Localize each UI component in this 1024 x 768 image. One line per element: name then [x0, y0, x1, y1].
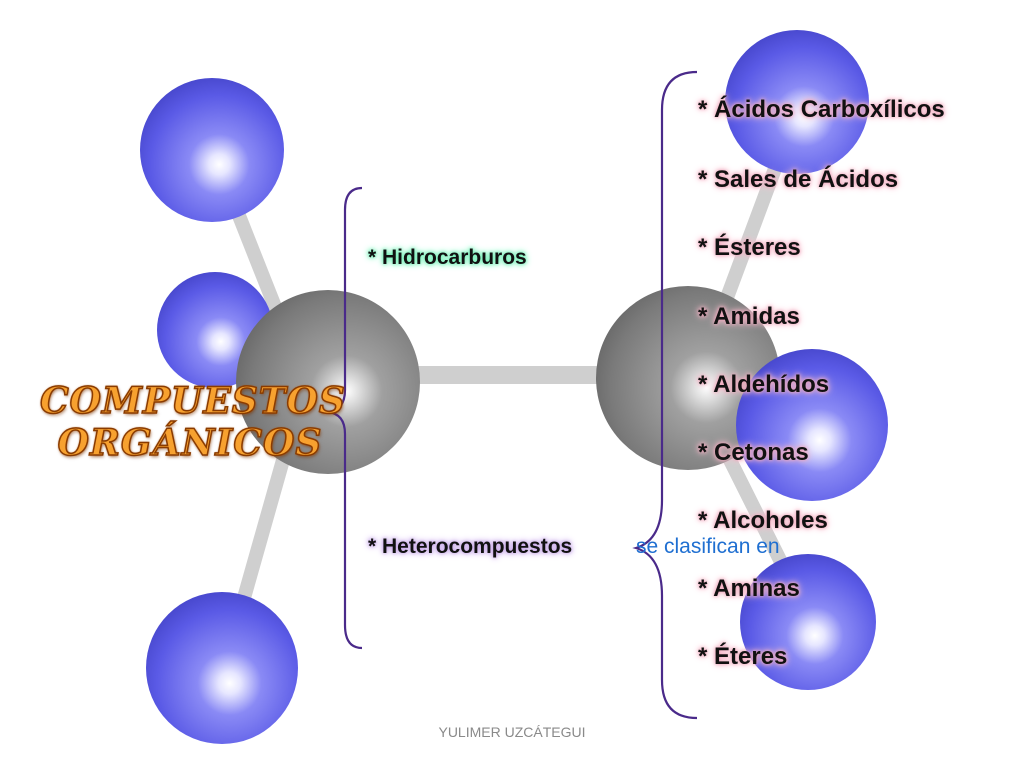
category-hidrocarburos: * Hidrocarburos [368, 246, 527, 269]
atom-blue-left-bottom [146, 592, 298, 744]
atom-blue-left-top [140, 78, 284, 222]
author-footer: YULIMER UZCÁTEGUI [438, 724, 586, 740]
main-title: COMPUESTOS ORGÁNICOS [39, 379, 346, 465]
connector-text: se clasifican en [636, 535, 780, 558]
atom-blue-right-middle [736, 349, 888, 501]
subtype-acidos-carboxilicos: * Ácidos Carboxílicos [698, 96, 945, 123]
atom-blue-right-top [725, 30, 869, 174]
atom-gray-right-carbon [596, 286, 780, 470]
subtype-esteres: * Ésteres [698, 234, 801, 261]
subtype-aldehidos: * Aldehídos [698, 371, 830, 398]
category-heterocompuestos: * Heterocompuestos [368, 535, 573, 558]
subtype-cetonas: * Cetonas [698, 439, 809, 466]
atom-gray-left-carbon [236, 290, 420, 474]
brace-hetero [632, 70, 698, 720]
atom-blue-right-bottom [740, 554, 876, 690]
subtype-sales-de-acidos: * Sales de Ácidos [698, 166, 899, 193]
main-title-line1: COMPUESTOS [39, 379, 346, 423]
subtype-eteres: * Éteres [698, 643, 788, 670]
subtype-alcoholes: * Alcoholes [698, 507, 828, 534]
main-title-line2: ORGÁNICOS [57, 421, 323, 465]
subtype-aminas: * Aminas [698, 575, 800, 602]
subtype-amidas: * Amidas [698, 303, 800, 330]
brace-main [327, 186, 363, 650]
